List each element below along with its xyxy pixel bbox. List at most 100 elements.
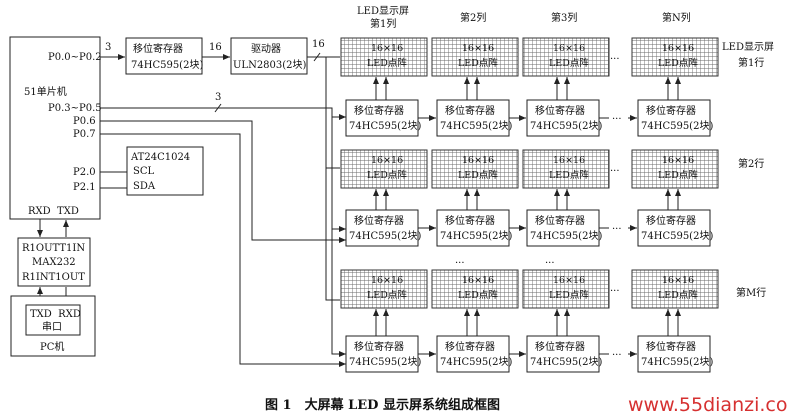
led-module-r2-c4 bbox=[631, 149, 719, 189]
led-module-size: 16×16 bbox=[371, 275, 403, 286]
mcu-title: 51单片机 bbox=[24, 85, 67, 98]
grid-ellipsis: ··· bbox=[610, 54, 620, 65]
shift-register-label: 移位寄存器 bbox=[354, 340, 404, 353]
shift-register-chip: 74HC595(2块) bbox=[530, 230, 602, 242]
bus-label-16a: 16 bbox=[209, 42, 222, 53]
led-module-type: LED点阵 bbox=[658, 169, 698, 181]
eeprom-scl: SCL bbox=[133, 166, 155, 177]
grid-ellipsis: ··· bbox=[610, 166, 620, 177]
led-module-size: 16×16 bbox=[462, 43, 494, 54]
shift-register-label: 移位寄存器 bbox=[646, 214, 696, 227]
serial-port-box bbox=[25, 304, 81, 336]
col-heading-2: 第2列 bbox=[460, 11, 486, 24]
eeprom-sda: SDA bbox=[133, 181, 156, 192]
led-module-size: 16×16 bbox=[662, 155, 694, 166]
shift-register-chip: 74HC595(2块) bbox=[641, 120, 713, 132]
led-module-size: 16×16 bbox=[553, 155, 585, 166]
grid-ellipsis: ··· bbox=[610, 286, 620, 297]
shift-register-r3-c1 bbox=[345, 335, 419, 373]
shift-register-r1-c4 bbox=[637, 99, 711, 137]
led-module-type: LED点阵 bbox=[658, 57, 698, 69]
top-shift-register bbox=[125, 37, 203, 75]
shift-register-label: 移位寄存器 bbox=[445, 104, 495, 117]
shift-register-label: 移位寄存器 bbox=[535, 340, 585, 353]
shift-register-label: 移位寄存器 bbox=[354, 104, 404, 117]
led-module-r1-c2 bbox=[431, 37, 519, 77]
row-ellipsis: ··· bbox=[545, 258, 555, 269]
eeprom-box bbox=[126, 146, 204, 196]
shift-register-r1-c2 bbox=[436, 99, 510, 137]
row-heading-1: 第1行 bbox=[738, 56, 764, 69]
max232-chip: MAX232 bbox=[32, 257, 76, 268]
led-module-r3-c1 bbox=[340, 269, 428, 309]
led-module-size: 16×16 bbox=[462, 155, 494, 166]
row-heading-m: 第M行 bbox=[736, 286, 766, 299]
serial-port-pins: TXD RXD bbox=[30, 309, 81, 320]
led-module-type: LED点阵 bbox=[549, 169, 589, 181]
led-module-r2-c2 bbox=[431, 149, 519, 189]
led-module-r2-c1 bbox=[340, 149, 428, 189]
led-module-size: 16×16 bbox=[662, 43, 694, 54]
top-shift-label: 移位寄存器 bbox=[133, 42, 183, 55]
bus-label-3a: 3 bbox=[105, 42, 111, 53]
shift-register-label: 移位寄存器 bbox=[535, 214, 585, 227]
led-module-type: LED点阵 bbox=[458, 289, 498, 301]
eeprom-chip: AT24C1024 bbox=[130, 152, 190, 163]
shift-register-r1-c3 bbox=[526, 99, 600, 137]
driver-box bbox=[230, 37, 308, 75]
mcu-box bbox=[9, 36, 101, 220]
shift-register-r2-c2 bbox=[436, 209, 510, 247]
led-module-type: LED点阵 bbox=[549, 289, 589, 301]
figure-caption: 图 1 大屏幕 LED 显示屏系统组成框图 bbox=[265, 397, 500, 413]
bus-label-3b: 3 bbox=[215, 92, 221, 103]
col-heading-1: 第1列 bbox=[370, 17, 396, 30]
shift-register-chip: 74HC595(2块) bbox=[440, 230, 512, 242]
port-p0-3-5: P0.3~P0.5 bbox=[48, 103, 102, 114]
watermark-url: www.55dianzi.com bbox=[628, 394, 788, 416]
shift-register-r3-c2 bbox=[436, 335, 510, 373]
shift-register-chip: 74HC595(2块) bbox=[349, 230, 421, 242]
row-heading-screen: LED显示屏 bbox=[722, 41, 774, 53]
port-p0-7: P0.7 bbox=[73, 129, 96, 140]
shift-register-chip: 74HC595(2块) bbox=[440, 356, 512, 368]
port-p2-1: P2.1 bbox=[73, 182, 96, 193]
led-module-type: LED点阵 bbox=[458, 57, 498, 69]
shift-register-chip: 74HC595(2块) bbox=[530, 356, 602, 368]
max232-pin-top: R1OUTT1IN bbox=[22, 243, 85, 254]
col-heading-screen: LED显示屏 bbox=[357, 5, 409, 17]
shift-register-label: 移位寄存器 bbox=[445, 214, 495, 227]
led-module-size: 16×16 bbox=[553, 43, 585, 54]
shift-register-label: 移位寄存器 bbox=[646, 340, 696, 353]
led-module-r1-c4 bbox=[631, 37, 719, 77]
shift-register-label: 移位寄存器 bbox=[535, 104, 585, 117]
led-module-size: 16×16 bbox=[371, 43, 403, 54]
led-module-size: 16×16 bbox=[553, 275, 585, 286]
shift-register-r1-c1 bbox=[345, 99, 419, 137]
led-module-size: 16×16 bbox=[462, 275, 494, 286]
led-module-r2-c3 bbox=[522, 149, 610, 189]
led-module-r3-c3 bbox=[522, 269, 610, 309]
shift-register-chip: 74HC595(2块) bbox=[530, 120, 602, 132]
driver-label: 驱动器 bbox=[251, 43, 281, 55]
led-module-type: LED点阵 bbox=[367, 289, 407, 301]
shift-register-chip: 74HC595(2块) bbox=[440, 120, 512, 132]
shift-register-chip: 74HC595(2块) bbox=[641, 230, 713, 242]
top-shift-chip: 74HC595(2块) bbox=[131, 59, 203, 71]
col-heading-n: 第N列 bbox=[662, 11, 691, 24]
max232-pin-bottom: R1INT1OUT bbox=[22, 272, 85, 283]
pc-label: PC机 bbox=[40, 340, 64, 353]
led-module-type: LED点阵 bbox=[367, 169, 407, 181]
max232-box bbox=[17, 237, 91, 287]
col-heading-3: 第3列 bbox=[551, 11, 577, 24]
led-module-r3-c2 bbox=[431, 269, 519, 309]
port-p0-6: P0.6 bbox=[73, 116, 96, 127]
led-module-type: LED点阵 bbox=[658, 289, 698, 301]
row-ellipsis: ··· bbox=[455, 258, 465, 269]
shift-register-label: 移位寄存器 bbox=[354, 214, 404, 227]
led-module-type: LED点阵 bbox=[458, 169, 498, 181]
port-p2-0: P2.0 bbox=[73, 167, 96, 178]
led-module-size: 16×16 bbox=[662, 275, 694, 286]
led-module-type: LED点阵 bbox=[549, 57, 589, 69]
